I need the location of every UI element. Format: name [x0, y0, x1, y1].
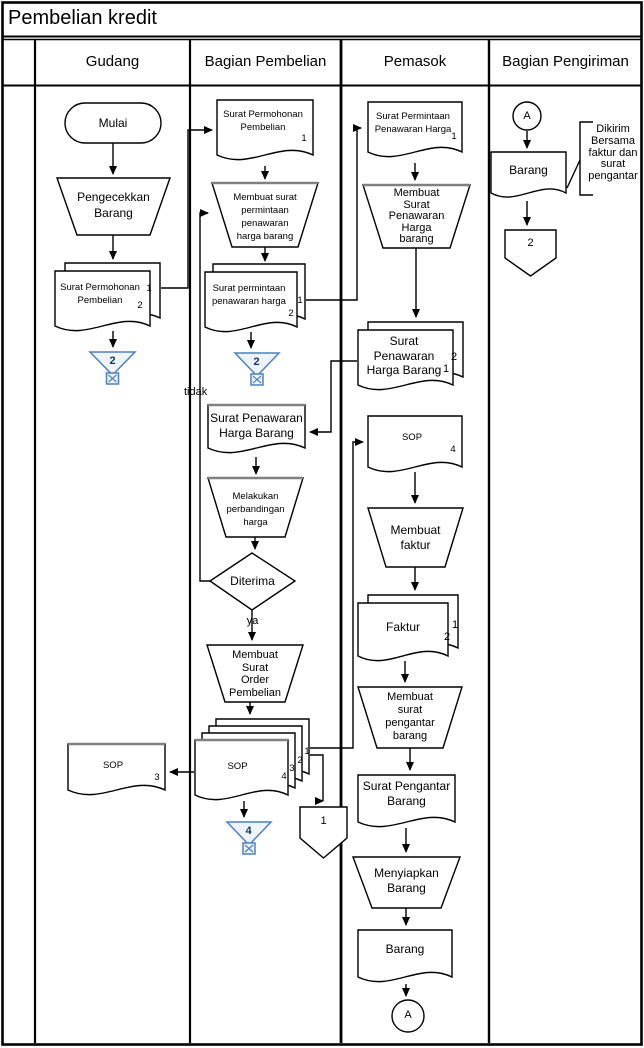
- annotation-note: Dikirim Bersama faktur dan surat pengant…: [588, 123, 638, 183]
- onpage-connector-a-pemasok: [391, 999, 425, 1033]
- connector-letter-a: A: [523, 110, 531, 122]
- document-sphb-bp: [207, 404, 306, 454]
- copy-number: 1: [304, 746, 310, 757]
- flow-arrow-sop-to-conn1: [310, 754, 327, 802]
- copy-number: 2: [137, 300, 143, 311]
- copy-number: 1: [146, 283, 152, 294]
- archive-number: 4: [245, 825, 252, 837]
- archive-symbol-bp2: [225, 821, 273, 847]
- lane-header-pemasok: Pemasok: [383, 53, 447, 70]
- archive-x-icon: [108, 374, 117, 383]
- manual-op-buat-faktur: [367, 507, 464, 568]
- archive-number: 2: [109, 355, 116, 367]
- onpage-connector-a-pengiriman: [512, 101, 542, 131]
- archive-x-icon: [244, 844, 254, 853]
- flow-arrow-bp-to-pemasok: [306, 124, 362, 301]
- label-diterima: Diterima: [230, 574, 275, 588]
- copy-number: 2: [288, 308, 294, 319]
- label-buat-spb: Membuat surat pengantar barang: [385, 691, 435, 742]
- copy-number: 1: [451, 619, 459, 631]
- lane-pembelian-shapes: [194, 99, 348, 859]
- document-spp-front: [54, 270, 151, 332]
- flow-arrow-pemasok-to-bp: [309, 360, 357, 436]
- copy-number: 2: [450, 351, 458, 363]
- document-barang-pengiriman: [490, 151, 567, 198]
- label-sphb-bp: Surat Penawaran Harga Barang: [210, 411, 303, 440]
- manual-op-menyiapkan: [351, 856, 462, 909]
- document-barang-pemasok: [357, 929, 453, 983]
- connector-letter-a: A: [404, 1009, 412, 1021]
- decision-diterima: [208, 552, 297, 611]
- lane-header-pengiriman: Bagian Pengiriman: [502, 53, 629, 70]
- document-sop-pemasok: [367, 415, 463, 473]
- label-mulai: Mulai: [98, 116, 128, 130]
- label-buat-sppnh: Membuat surat permintaan penawaran harga…: [233, 192, 297, 242]
- label-sop-bp: SOP: [227, 761, 248, 772]
- label-buat-faktur: Membuat faktur: [390, 523, 441, 552]
- document-spp-bp: [216, 99, 314, 161]
- archive-number: 2: [253, 356, 260, 368]
- offpage-connector-2: [504, 229, 557, 277]
- document-sop-front: [194, 739, 289, 801]
- archive-symbol-gudang: [88, 351, 137, 377]
- lane-header-pembelian: Bagian Pembelian: [204, 53, 327, 70]
- flow-arrow-tidak-loop: [199, 209, 210, 582]
- flow-arrow-gudang-to-bp: [161, 126, 213, 289]
- archive-symbol-bp1: [233, 352, 281, 378]
- page-title: Pembelian kredit: [8, 7, 157, 29]
- copy-number: 2: [297, 755, 303, 766]
- copy-number: 4: [281, 771, 287, 782]
- copy-number: 1: [301, 133, 307, 144]
- document-sppnh-front: [204, 271, 298, 333]
- label-spph: Surat Permintaan Penawaran Harga: [374, 111, 452, 135]
- label-buat-sop: Membuat Surat Order Pembelian: [229, 649, 281, 699]
- copy-number: 1: [297, 295, 303, 306]
- copy-number: 3: [154, 772, 160, 783]
- annotation-bracket: [579, 121, 593, 196]
- label-menyiapkan: Menyiapkan Barang: [374, 866, 439, 895]
- copy-number: 4: [450, 444, 456, 455]
- label-barang-pengiriman: Barang: [509, 163, 548, 177]
- label-perbandingan: Melakukan perbandingan harga: [226, 491, 285, 528]
- flow-lines: [109, 124, 531, 997]
- lane-pemasok-shapes: [351, 101, 471, 1033]
- label-sop-gudang: SOP: [102, 760, 124, 771]
- document-faktur-front: [357, 602, 449, 662]
- label-ya: ya: [246, 615, 259, 627]
- label-spb: Surat Pengantar Barang: [362, 779, 451, 808]
- lane-header-gudang: Gudang: [85, 53, 140, 70]
- lane-pengiriman-shapes: [490, 101, 593, 277]
- label-sppnh: Surat permintaan penawaran harga: [212, 283, 286, 307]
- label-spp-bp: Surat Permohonan Pembelian: [223, 109, 303, 133]
- archive-x-icon: [252, 375, 262, 384]
- annotation-leader-line: [566, 159, 581, 189]
- label-buat-sphb: Membuat Surat Penawaran Harga barang: [388, 187, 445, 245]
- label-sop-pemasok: SOP: [401, 432, 423, 443]
- document-spb: [357, 774, 456, 828]
- offpage-connector-1: [299, 806, 348, 859]
- copy-number: 2: [443, 631, 451, 643]
- document-sop-gudang: [67, 743, 166, 796]
- manual-op-pengecekan: [56, 177, 171, 236]
- manual-op-buat-spb: [357, 686, 463, 749]
- label-barang-pemasok: Barang: [385, 942, 425, 956]
- label-tidak: tidak: [184, 386, 208, 398]
- label-sphb-pemasok: Surat Penawaran Harga Barang: [366, 334, 442, 377]
- copy-number: 1: [442, 363, 450, 375]
- label-pengecekan: Pengecekkan Barang: [77, 190, 150, 220]
- flow-arrow-sop-to-pemasok: [310, 438, 364, 749]
- copy-number: 3: [289, 763, 295, 774]
- label-spp-gudang: Surat Permohonan Pembelian: [60, 282, 140, 306]
- document-spph-pemasok: [367, 101, 463, 158]
- copy-number: 1: [451, 131, 457, 142]
- document-sphb-front: [357, 329, 454, 391]
- connector-number-1: 1: [320, 815, 327, 827]
- manual-op-buat-sop: [206, 644, 304, 703]
- label-faktur: Faktur: [385, 620, 420, 634]
- archive-symbols: [88, 351, 281, 855]
- connector-number-2: 2: [527, 237, 534, 249]
